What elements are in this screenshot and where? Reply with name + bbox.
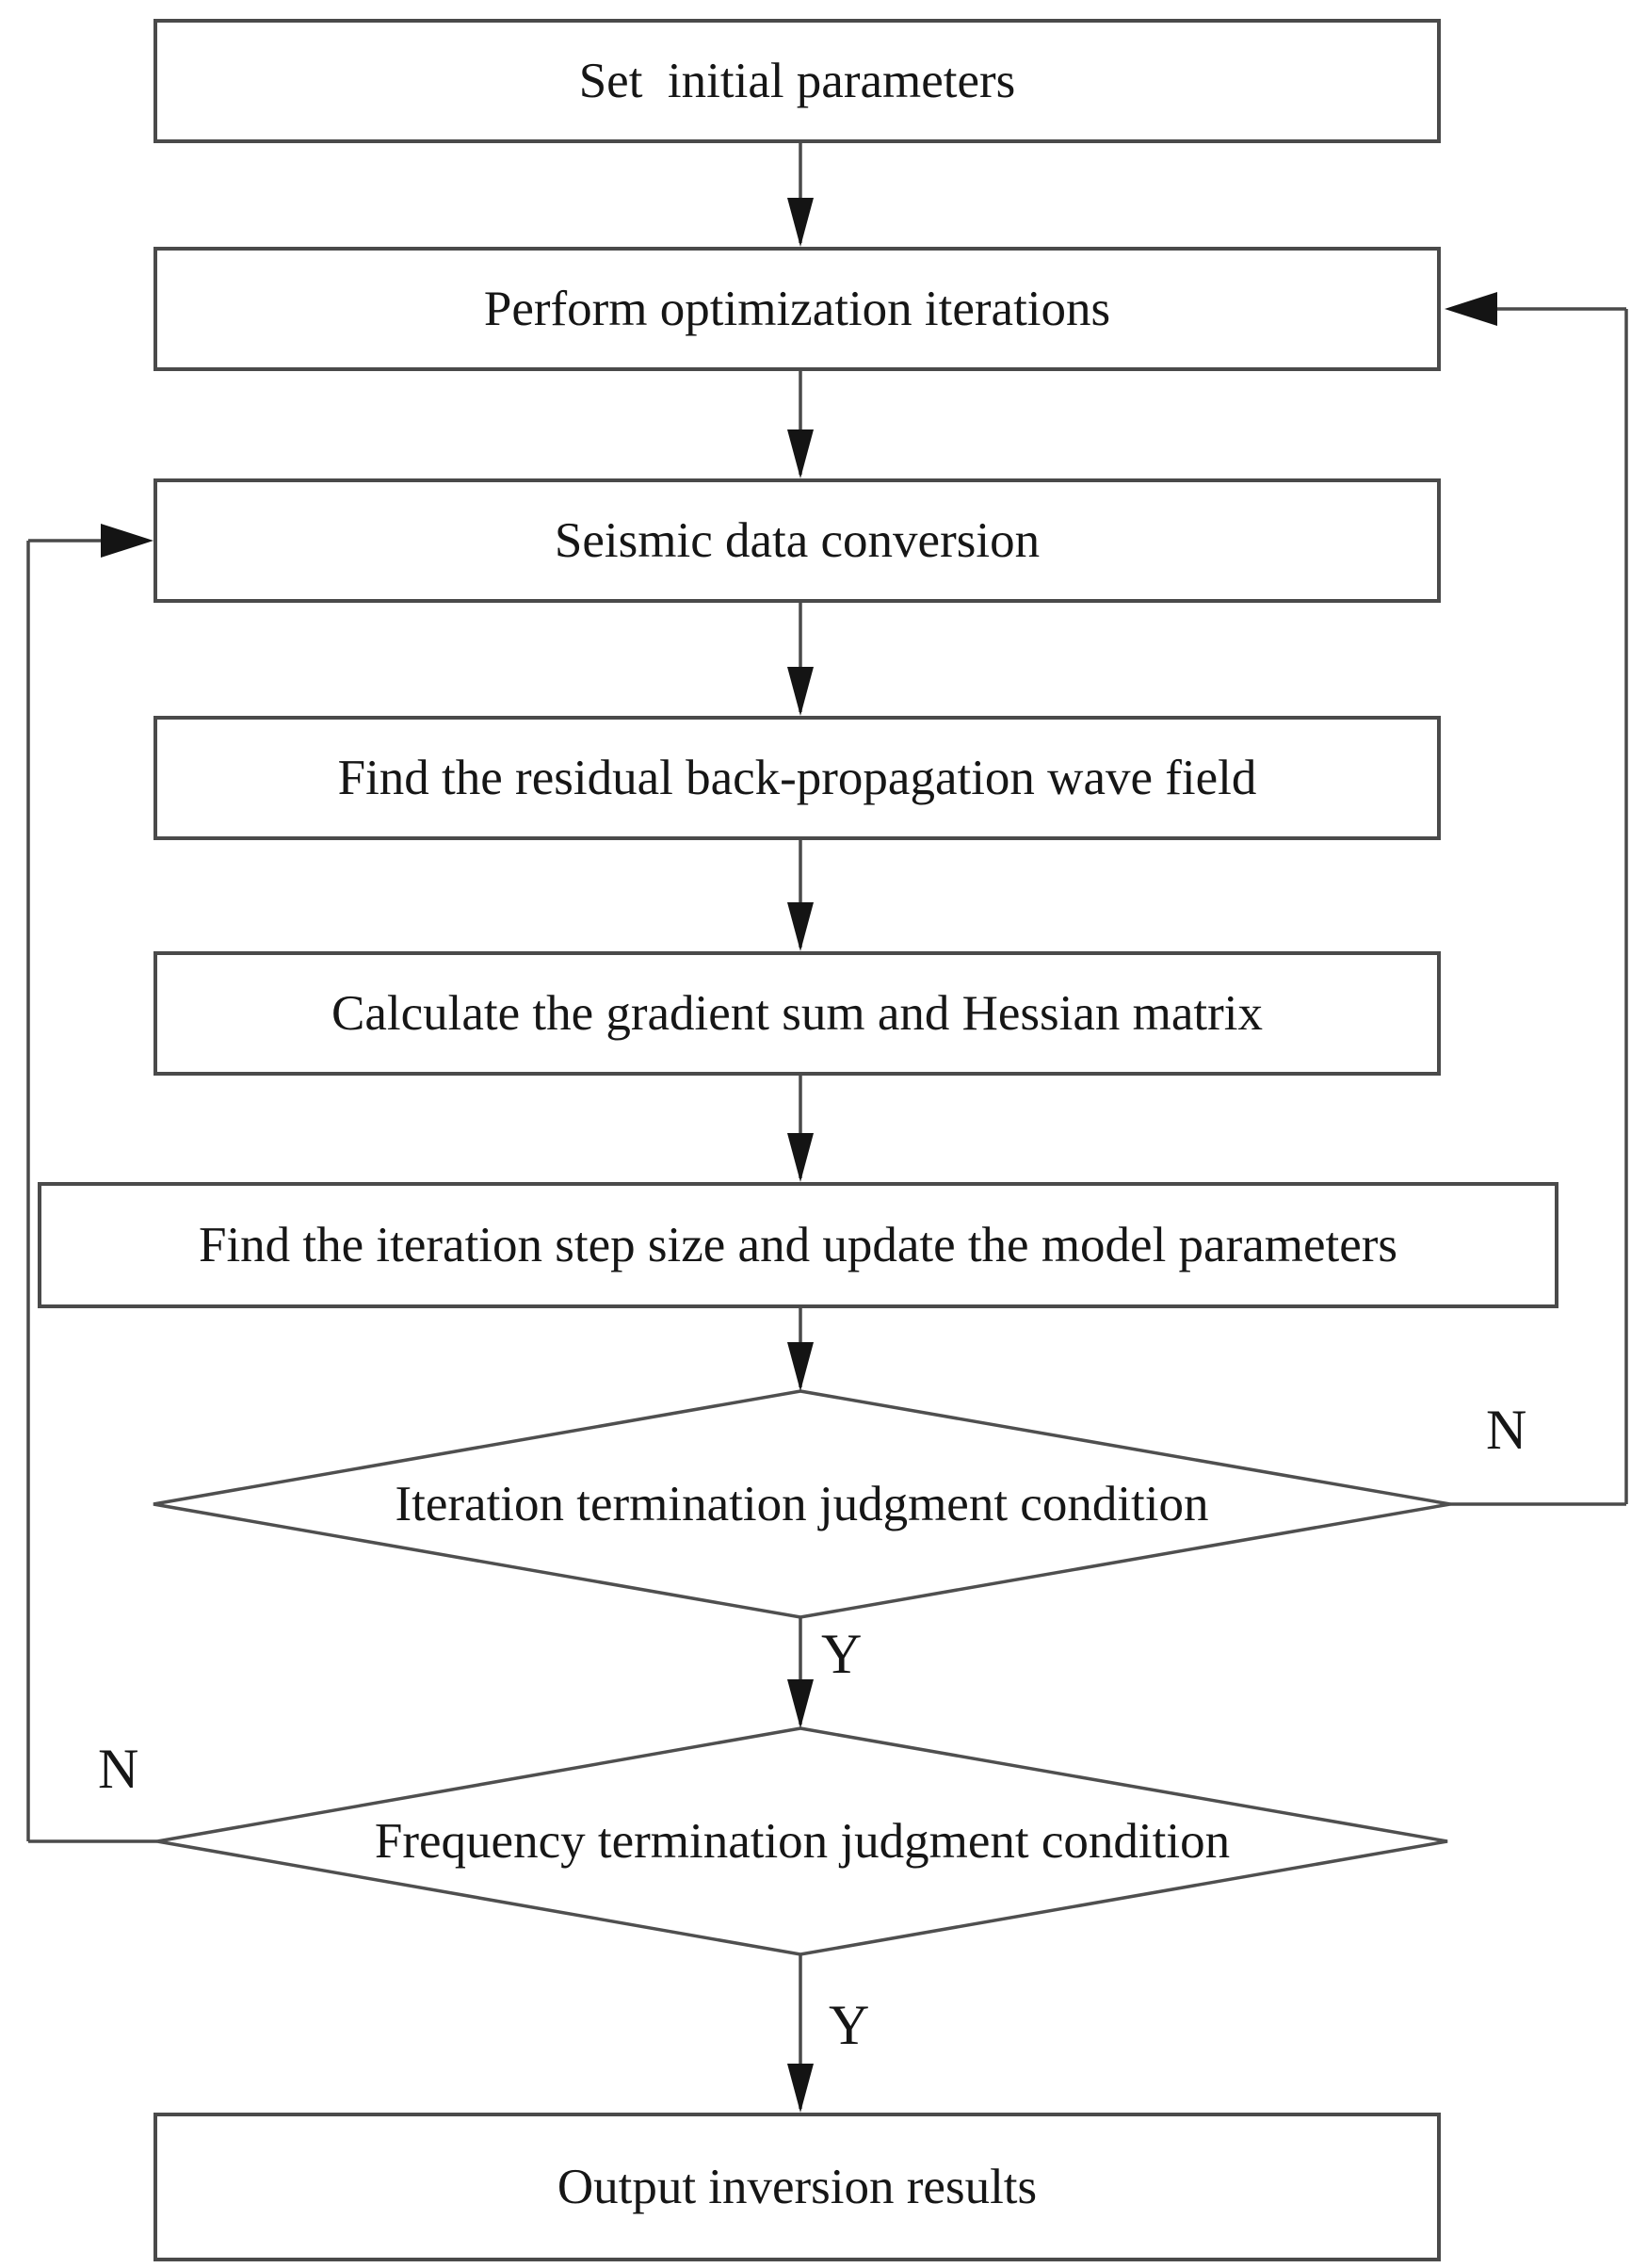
arrowhead-down-icon: [787, 429, 814, 478]
arrowhead-down-icon: [787, 2064, 814, 2113]
edge-label-frequency-yes: Y: [829, 1994, 870, 2056]
arrowhead-down-icon: [787, 1679, 814, 1728]
node-set-initial-parameters: Set initial parameters: [153, 19, 1441, 143]
diamond-iteration-termination: [153, 1389, 1451, 1619]
node-label: Set initial parameters: [578, 53, 1016, 108]
node-find-iteration-step-size-update-model: Find the iteration step size and update …: [38, 1182, 1558, 1308]
node-perform-optimization-iterations: Perform optimization iterations: [153, 247, 1441, 371]
node-label: Seismic data conversion: [554, 512, 1041, 568]
edge-label-frequency-no: N: [98, 1738, 139, 1800]
node-label: Find the residual back-propagation wave …: [337, 750, 1257, 805]
arrowhead-down-icon: [787, 667, 814, 716]
edge-label-iteration-yes: Y: [821, 1623, 863, 1685]
node-label: Perform optimization iterations: [483, 281, 1111, 336]
arrowhead-down-icon: [787, 902, 814, 951]
arrowhead-right-icon: [101, 524, 153, 558]
node-label: Calculate the gradient sum and Hessian m…: [331, 985, 1264, 1041]
arrowhead-down-icon: [787, 1342, 814, 1391]
node-calculate-gradient-sum-hessian-matrix: Calculate the gradient sum and Hessian m…: [153, 951, 1441, 1076]
edge-label-iteration-no: N: [1486, 1399, 1527, 1461]
arrowhead-down-icon: [787, 198, 814, 247]
node-label: Output inversion results: [557, 2159, 1038, 2214]
arrowhead-down-icon: [787, 1133, 814, 1182]
node-label: Find the iteration step size and update …: [198, 1217, 1398, 1272]
arrowhead-left-icon: [1445, 292, 1497, 326]
node-seismic-data-conversion: Seismic data conversion: [153, 478, 1441, 603]
diamond-frequency-termination: [156, 1726, 1448, 1956]
node-output-inversion-results: Output inversion results: [153, 2113, 1441, 2261]
node-find-residual-backpropagation-wave-field: Find the residual back-propagation wave …: [153, 716, 1441, 840]
